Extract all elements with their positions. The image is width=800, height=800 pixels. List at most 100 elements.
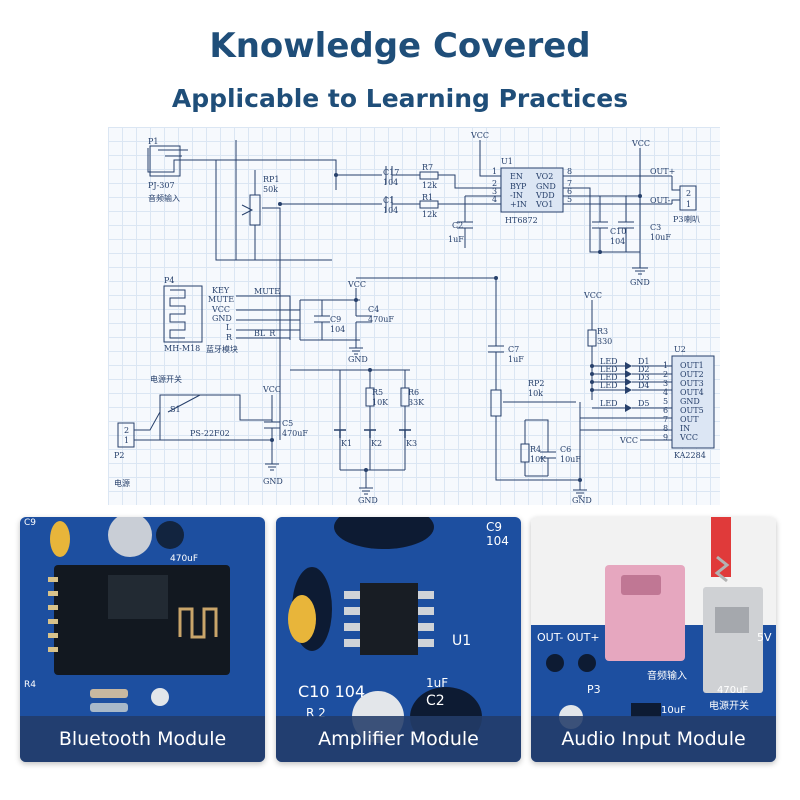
p3-pin-1: 1 <box>686 200 691 209</box>
label-s1: S1 <box>170 405 181 414</box>
u1-num-1: 1 <box>492 167 497 176</box>
u1-num-8: 8 <box>567 167 572 176</box>
label-vcc-c4: VCC <box>347 280 366 289</box>
label-r6: R6 <box>408 388 419 397</box>
page-title: Knowledge Covered <box>209 26 591 66</box>
silk-power-switch: 电源开关 <box>709 699 749 712</box>
silk-c9: C9 <box>24 518 36 528</box>
amplifier-module-caption: Amplifier Module <box>276 716 521 762</box>
u1-pin-byp: BYP <box>510 182 527 191</box>
u2-num-8: 8 <box>663 424 668 433</box>
label-ka2284: KA2284 <box>674 451 706 460</box>
label-r5-value: 10K <box>372 398 389 407</box>
label-r6-value: 33K <box>408 398 425 407</box>
page-subtitle: Applicable to Learning Practices <box>171 84 629 113</box>
label-k2: K2 <box>371 439 382 448</box>
p4-pin-key: KEY <box>212 286 230 295</box>
u2-pin-out5: OUT5 <box>680 406 704 415</box>
label-rp1: RP1 <box>263 175 280 184</box>
u2-num-3: 3 <box>663 379 668 388</box>
label-p4: P4 <box>164 276 174 285</box>
silk-10uf: 10uF <box>661 705 686 716</box>
label-led-2: LED <box>600 365 618 374</box>
silk-r4: R4 <box>24 680 36 690</box>
label-c1-value: 104 <box>383 206 398 215</box>
label-p1: P1 <box>148 137 158 146</box>
silk-104: 104 <box>486 534 509 548</box>
amplifier-module-card: C10 104 C2 1uF U1 C9 104 R 2 Amplifier M… <box>276 517 521 762</box>
u2-num-7: 7 <box>663 415 668 424</box>
label-led-5: LED <box>600 399 618 408</box>
label-k3: K3 <box>406 439 417 448</box>
label-c7: C7 <box>508 345 519 354</box>
silk-out: OUT- OUT+ <box>537 631 600 644</box>
audio-input-module-caption: Audio Input Module <box>531 716 776 762</box>
label-c6: C6 <box>560 445 571 454</box>
silk-c9: C9 <box>486 520 502 534</box>
p2-pin-2: 2 <box>124 426 129 435</box>
circuit-schematic: P1 PJ-307 音频输入 RP1 50k C17 104 R7 12k C1… <box>108 127 720 505</box>
silk-p3: P3 <box>587 683 601 696</box>
label-c9-value: 104 <box>330 325 345 334</box>
silk-c10-104: C10 104 <box>298 682 365 701</box>
label-c2-value: 1uF <box>448 235 464 244</box>
label-d4: D4 <box>638 381 650 390</box>
p4-pin-gnd: GND <box>212 314 232 323</box>
label-r7: R7 <box>422 163 433 172</box>
label-d1: D1 <box>638 357 650 366</box>
label-vcc-c5: VCC <box>262 385 281 394</box>
label-out-minus: OUT- <box>650 196 671 205</box>
label-gnd-keys: GND <box>358 496 378 505</box>
label-c5: C5 <box>282 419 293 428</box>
label-gnd-c4: GND <box>348 355 368 364</box>
label-power-switch: 电源开关 <box>150 374 182 384</box>
bluetooth-module-card: C9 R4 470uF Bluetooth Module <box>20 517 265 762</box>
label-c7-value: 1uF <box>508 355 524 364</box>
p4-pin-vcc: VCC <box>211 305 230 314</box>
u1-num-5: 5 <box>567 195 572 204</box>
u2-pin-out: OUT <box>680 415 699 424</box>
label-ht6872: HT6872 <box>505 216 538 225</box>
label-audio-input: 音频输入 <box>148 193 180 203</box>
label-r1-value: 12k <box>422 210 437 219</box>
u2-pin-in: IN <box>680 424 690 433</box>
label-gnd-c3: GND <box>630 278 650 287</box>
label-rp2: RP2 <box>528 379 545 388</box>
label-c9: C9 <box>330 315 341 324</box>
label-c4-value: 470uF <box>368 315 394 324</box>
p3-pin-2: 2 <box>686 189 691 198</box>
label-u2: U2 <box>674 345 686 354</box>
label-c17-value: 104 <box>383 178 398 187</box>
u1-num-2: 2 <box>492 179 497 188</box>
u1-pin-en: EN <box>510 172 523 181</box>
label-k1: K1 <box>341 439 352 448</box>
u1-pin-vo1: VO1 <box>535 200 553 209</box>
label-c3: C3 <box>650 223 661 232</box>
label-c5-value: 470uF <box>282 429 308 438</box>
u2-num-1: 1 <box>663 361 668 370</box>
label-p3: P3 <box>673 215 683 224</box>
label-vcc-u2: VCC <box>619 436 638 445</box>
silk-audio-input: 音频输入 <box>647 669 687 682</box>
silk-u1: U1 <box>452 633 471 649</box>
label-rp1-value: 50k <box>263 185 278 194</box>
label-pj307: PJ-307 <box>148 181 175 190</box>
label-speaker: 喇叭 <box>684 214 700 224</box>
label-r1: R1 <box>422 193 433 202</box>
label-c2: C2 <box>452 221 463 230</box>
u2-pin-out3: OUT3 <box>680 379 704 388</box>
label-vcc-r3: VCC <box>583 291 602 300</box>
u2-pin-out1: OUT1 <box>680 361 704 370</box>
label-r4-value: 10K <box>530 455 547 464</box>
label-c10: C10 <box>610 227 626 236</box>
label-bl-r-net: BL_R <box>254 329 276 338</box>
u1-num-7: 7 <box>567 179 572 188</box>
label-d3: D3 <box>638 373 650 382</box>
silk-1uf: 1uF <box>426 676 448 690</box>
label-vcc-u1: VCC <box>470 131 489 140</box>
p4-pin-mute: MUTE <box>208 295 234 304</box>
u2-num-9: 9 <box>663 433 668 442</box>
audio-input-module-card: OUT- OUT+ P3 音频输入 电源开关 470uF 10uF 5V Aud… <box>531 517 776 762</box>
label-led-1: LED <box>600 357 618 366</box>
label-led-4: LED <box>600 381 618 390</box>
